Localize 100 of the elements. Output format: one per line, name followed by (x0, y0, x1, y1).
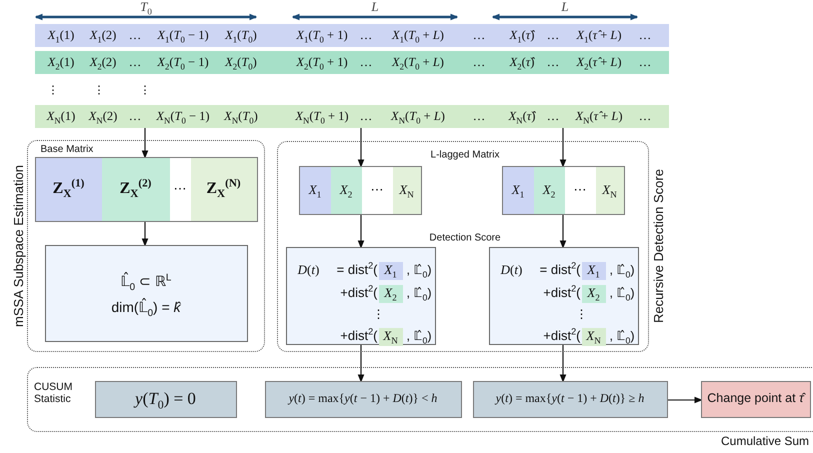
ellipsis: ⋮ (94, 84, 104, 96)
sequence-value: X$_{1}$(1) (48, 28, 74, 42)
highlighted-term: X$_{2}$ (378, 284, 402, 302)
score-term: +dist$^{2}$( (339, 284, 378, 302)
result-box (700, 380, 810, 418)
score-term: +dist$^{2}$( (542, 328, 580, 346)
score-term: = dist$^{2}$( (336, 262, 378, 280)
statistic-box (94, 380, 236, 418)
matrix-column: X$_{1}$ (502, 166, 534, 214)
section-heading: Detection Score (429, 232, 501, 244)
arrow (560, 215, 566, 248)
time-series-band (35, 51, 669, 74)
matrix-box (298, 166, 422, 214)
arrow (358, 215, 364, 248)
time-series-band (35, 105, 669, 128)
score-term: D(t) (500, 262, 524, 280)
ellipsis: … (546, 110, 560, 124)
sequence-value: X$_{1}$(T$_{0}$ − 1) (157, 28, 209, 42)
matrix-column: X$_{2}$ (534, 166, 564, 214)
ellipsis: … (360, 56, 372, 70)
equation: y(T$_{0}$) = 0 (132, 388, 197, 414)
result-label: Change point at τ̂ (706, 390, 807, 408)
sequence-value: X$_{2}$(τ̂ + L) (576, 56, 622, 70)
ellipsis: … (128, 110, 142, 124)
ellipsis: ⋮ (140, 84, 150, 96)
matrix-column: X$_{N}$ (596, 166, 624, 214)
matrix-column: X$_{N}$ (392, 166, 420, 214)
dimension-label: L (561, 0, 569, 15)
math-statement: 𝕃̂$_{0}$ ⊂ ℝ$^{L}$ (120, 272, 172, 292)
sequence-value: X$_{1}$(2) (90, 28, 116, 42)
sequence-value: X$_{N}$(2) (88, 110, 118, 124)
box-heading: Base Matrix (40, 144, 94, 156)
sequence-value: X$_{2}$(T$_{0}$) (225, 56, 257, 70)
highlighted-term: X$_{N}$ (378, 328, 402, 346)
sequence-value: X$_{2}$(τ̂) (510, 56, 534, 70)
highlighted-term: X$_{1}$ (582, 262, 606, 280)
arrow (358, 128, 364, 168)
highlighted-term: X$_{N}$ (582, 328, 606, 346)
score-term: , 𝕃̂$_{0}$) (406, 328, 432, 346)
sequence-value: X$_{N}$(T$_{0}$) (224, 110, 258, 124)
ellipsis: … (360, 110, 372, 124)
dimension-label: T$_{0}$ (140, 0, 152, 15)
sequence-value: X$_{2}$(1) (48, 56, 74, 70)
ellipsis: … (546, 28, 560, 42)
ellipsis: … (546, 56, 560, 70)
section-heading: L-lagged Matrix (430, 150, 500, 160)
score-term: , 𝕃̂$_{0}$) (608, 328, 636, 346)
group-title: Cumulative Sum (721, 435, 810, 450)
ellipsis: ⋮ (574, 306, 588, 323)
sequence-value: X$_{1}$(T$_{0}$ + 1) (296, 28, 348, 42)
statistic-box (264, 380, 462, 418)
score-box (286, 246, 436, 344)
sequence-value: X$_{1}$(T$_{0}$) (225, 28, 257, 42)
dimension-label: L (371, 0, 379, 15)
score-term: , 𝕃̂$_{0}$) (406, 262, 432, 280)
score-term: +dist$^{2}$( (339, 328, 378, 346)
matrix-column: X$_{2}$ (330, 166, 362, 214)
ellipsis: ⋮ (372, 306, 386, 323)
group-title: Recursive Detection Score (651, 168, 667, 325)
score-term: +dist$^{2}$( (542, 284, 580, 302)
equation: y(t) = max{y(t − 1) + D(t)} < h (286, 390, 438, 408)
arrow (560, 345, 566, 382)
sequence-value: X$_{2}$(T$_{0}$ + L) (392, 56, 444, 70)
sequence-value: X$_{N}$(T$_{0}$ + 1) (295, 110, 349, 124)
ellipsis: … (128, 56, 142, 70)
subspace-box (44, 244, 248, 342)
ellipsis: ⋮ (48, 84, 58, 96)
sequence-value: X$_{2}$(2) (90, 56, 116, 70)
ellipsis: … (638, 28, 652, 42)
sequence-value: X$_{1}$(T$_{0}$ + L) (392, 28, 444, 42)
highlighted-term: X$_{1}$ (378, 262, 402, 280)
ellipsis: … (638, 110, 652, 124)
arrow (142, 128, 148, 158)
arrow (358, 345, 364, 382)
arrow (142, 222, 148, 246)
arrow (560, 128, 566, 168)
score-term: = dist$^{2}$( (538, 262, 580, 280)
sequence-value: X$_{2}$(T$_{0}$ − 1) (157, 56, 209, 70)
sequence-value: X$_{N}$(T$_{0}$ + L) (391, 110, 445, 124)
sequence-value: X$_{1}$(τ̂ + L) (576, 28, 622, 42)
ellipsis: … (472, 28, 486, 42)
sequence-value: X$_{N}$(τ̂ + L) (575, 110, 623, 124)
score-term: , 𝕃̂$_{0}$) (406, 284, 432, 302)
ellipsis: … (472, 56, 486, 70)
sequence-value: X$_{2}$(T$_{0}$ + 1) (296, 56, 348, 70)
time-series-band (35, 24, 669, 47)
group-title: mSSA Subspace Estimation (11, 164, 27, 329)
sequence-value: X$_{N}$(T$_{0}$ − 1) (156, 110, 210, 124)
matrix-column: X$_{1}$ (300, 166, 330, 214)
score-term: D(t) (296, 262, 320, 280)
group-title: CUSUM Statistic (34, 382, 74, 407)
ellipsis: … (472, 110, 486, 124)
sequence-value: X$_{N}$(τ̂) (508, 110, 536, 124)
sequence-value: X$_{1}$(τ̂) (510, 28, 534, 42)
equation: y(t) = max{y(t − 1) + D(t)} ≥ h (494, 390, 646, 408)
math-statement: dim(𝕃̂$_{0}$) = k̂ (110, 298, 182, 318)
sequence-value: X$_{N}$(1) (46, 110, 76, 124)
score-term: , 𝕃̂$_{0}$) (608, 284, 636, 302)
arrow (668, 396, 702, 404)
statistic-box (472, 380, 668, 418)
